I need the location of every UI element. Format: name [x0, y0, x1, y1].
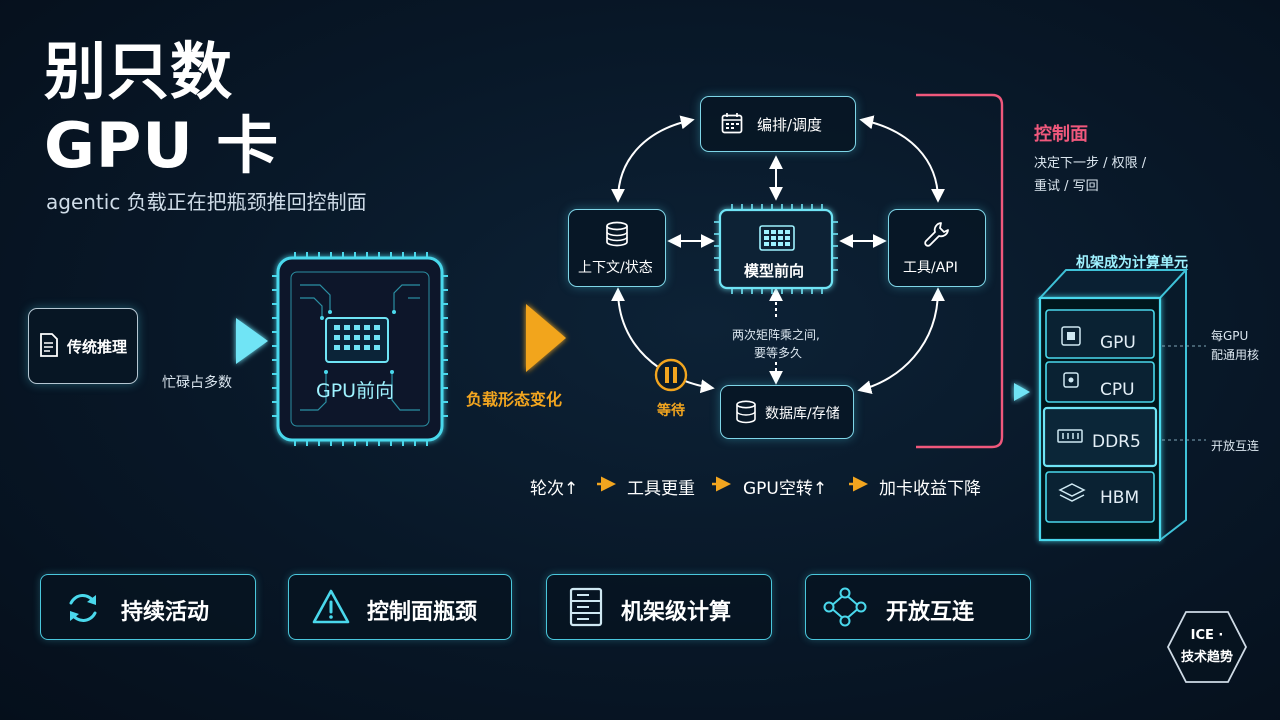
card-rack-scale-compute: 机架级计算 [546, 574, 772, 640]
chain-step-heavier-tools: 工具更重 [627, 479, 695, 499]
card-control-plane-bottleneck-label: 控制面瓶颈 [367, 600, 478, 625]
calendar-icon [721, 113, 743, 134]
database-icon [606, 221, 628, 247]
storage-icon [736, 400, 756, 424]
chain-step-diminishing-returns: 加卡收益下降 [879, 479, 981, 499]
orchestration-node: 编排/调度 [700, 96, 856, 152]
chain-step-gpu-idle: GPU空转↑ [743, 479, 828, 499]
control-plane-desc-line1: 决定下一步 / 权限 / [1034, 156, 1147, 171]
gap-note-line2: 要等多久 [754, 346, 803, 360]
control-plane-bracket [916, 93, 1004, 449]
card-open-interconnect: 开放互连 [805, 574, 1031, 640]
network-nodes-icon [823, 587, 867, 627]
logo-line1: ICE · [1190, 628, 1224, 643]
card-control-plane-bottleneck: 控制面瓶颈 [288, 574, 512, 640]
rack-slot-gpu: GPU [1100, 333, 1136, 353]
control-plane-title: 控制面 [1034, 124, 1088, 145]
model-chip-graphic [714, 204, 838, 294]
page-subtitle: agentic 负载正在把瓶颈推回控制面 [46, 190, 367, 214]
chain-step-rounds: 轮次↑ [530, 479, 579, 499]
ice-hexagon-logo [1166, 611, 1248, 683]
warning-icon [312, 589, 350, 624]
wait-label: 等待 [657, 403, 685, 419]
shape-change-label: 负载形态变化 [466, 390, 563, 409]
rack-title: 机架成为计算单元 [1076, 255, 1188, 271]
gap-note-line1: 两次矩阵乘之间, [732, 328, 820, 342]
rack-note-interconnect: 开放互连 [1211, 439, 1260, 453]
context-node: 上下文/状态 [568, 209, 666, 287]
control-plane-desc-line2: 重试 / 写回 [1034, 179, 1099, 194]
gpu-chip-graphic [272, 252, 448, 446]
server-rack-graphic [1037, 267, 1206, 543]
rack-slot-hbm: HBM [1100, 488, 1140, 508]
rack-note-cores-line1: 每GPU [1211, 329, 1249, 343]
wrench-icon [924, 222, 949, 247]
pause-icon [654, 358, 688, 392]
model-forward-label: 模型前向 [744, 262, 805, 280]
page-title-line2: GPU 卡 [44, 109, 280, 182]
tools-node: 工具/API [888, 209, 986, 287]
document-icon [40, 333, 58, 357]
rack-slot-ddr5: DDR5 [1092, 432, 1141, 452]
gpu-forward-label: GPU前向 [316, 380, 395, 402]
tools-label: 工具/API [903, 260, 958, 276]
refresh-icon [69, 594, 97, 622]
traditional-inference-label: 传统推理 [67, 338, 128, 356]
rack-slot-cpu: CPU [1100, 380, 1135, 400]
card-continuous-activity: 持续活动 [40, 574, 256, 640]
card-open-interconnect-label: 开放互连 [886, 600, 975, 625]
context-label: 上下文/状态 [578, 260, 653, 276]
loop-arrows [611, 115, 945, 395]
server-icon [569, 587, 603, 627]
traditional-inference-box: 传统推理 [28, 308, 138, 384]
rack-note-cores-line2: 配通用核 [1211, 348, 1260, 362]
shape-change-arrow [450, 304, 566, 372]
page-title-line1: 别只数 [44, 35, 234, 108]
busy-majority-note: 忙碌占多数 [162, 375, 232, 391]
database-node: 数据库/存储 [720, 385, 854, 439]
database-label: 数据库/存储 [765, 406, 840, 422]
card-continuous-activity-label: 持续活动 [121, 600, 210, 625]
card-rack-scale-compute-label: 机架级计算 [621, 600, 732, 625]
to-rack-arrow [960, 383, 1030, 401]
input-flow-arrow [135, 318, 268, 364]
orchestration-label: 编排/调度 [757, 116, 823, 134]
logo-line2: 技术趋势 [1180, 650, 1233, 665]
